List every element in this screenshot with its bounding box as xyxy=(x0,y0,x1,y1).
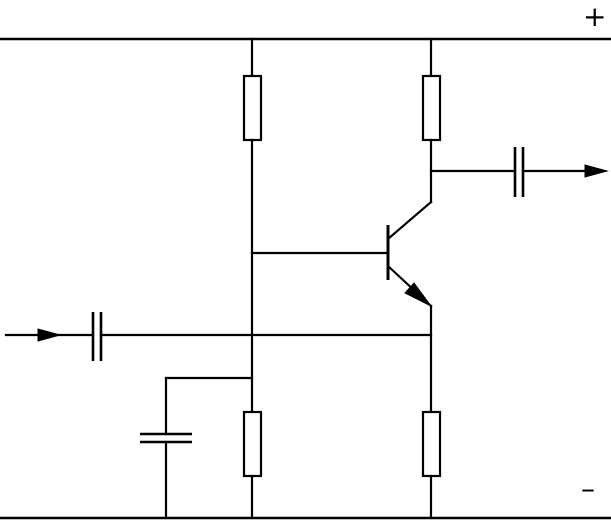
input-arrow-icon xyxy=(37,328,62,342)
bias-resistor-lower xyxy=(242,410,263,478)
bias-resistor-upper xyxy=(242,74,263,142)
negative-supply-label: – xyxy=(581,472,595,505)
output-arrow-icon xyxy=(584,164,609,178)
emitter-arrow-icon xyxy=(404,282,432,307)
transistor-collector-lead xyxy=(386,200,433,241)
collector-resistor xyxy=(421,74,442,142)
emitter-resistor xyxy=(421,410,442,478)
positive-supply-label: + xyxy=(583,0,606,33)
